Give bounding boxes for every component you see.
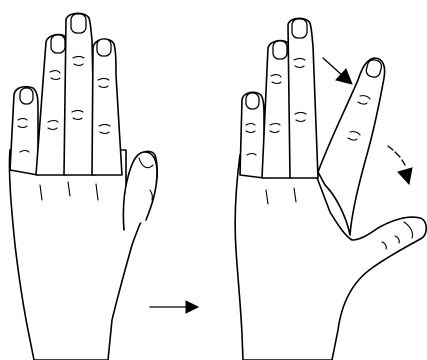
right-little-nail [246,93,259,109]
transition-arrow-icon [150,301,198,313]
right-ring-finger [262,41,292,178]
right-hand [235,18,426,360]
right-middle-nail [292,19,307,38]
left-ring-nail [51,35,65,53]
right-middle-finger [288,18,318,178]
left-little-nail [20,88,33,104]
left-hand [9,13,157,360]
left-thumb [123,152,157,230]
left-middle-nail [71,14,86,33]
right-ring-nail [273,41,287,59]
index-spread-arrow-icon [323,58,352,84]
left-middle-finger [64,13,95,175]
left-index-finger [92,39,122,175]
left-index-nail [97,39,111,56]
thumb-spread-dashed-arrow-icon [388,146,412,184]
